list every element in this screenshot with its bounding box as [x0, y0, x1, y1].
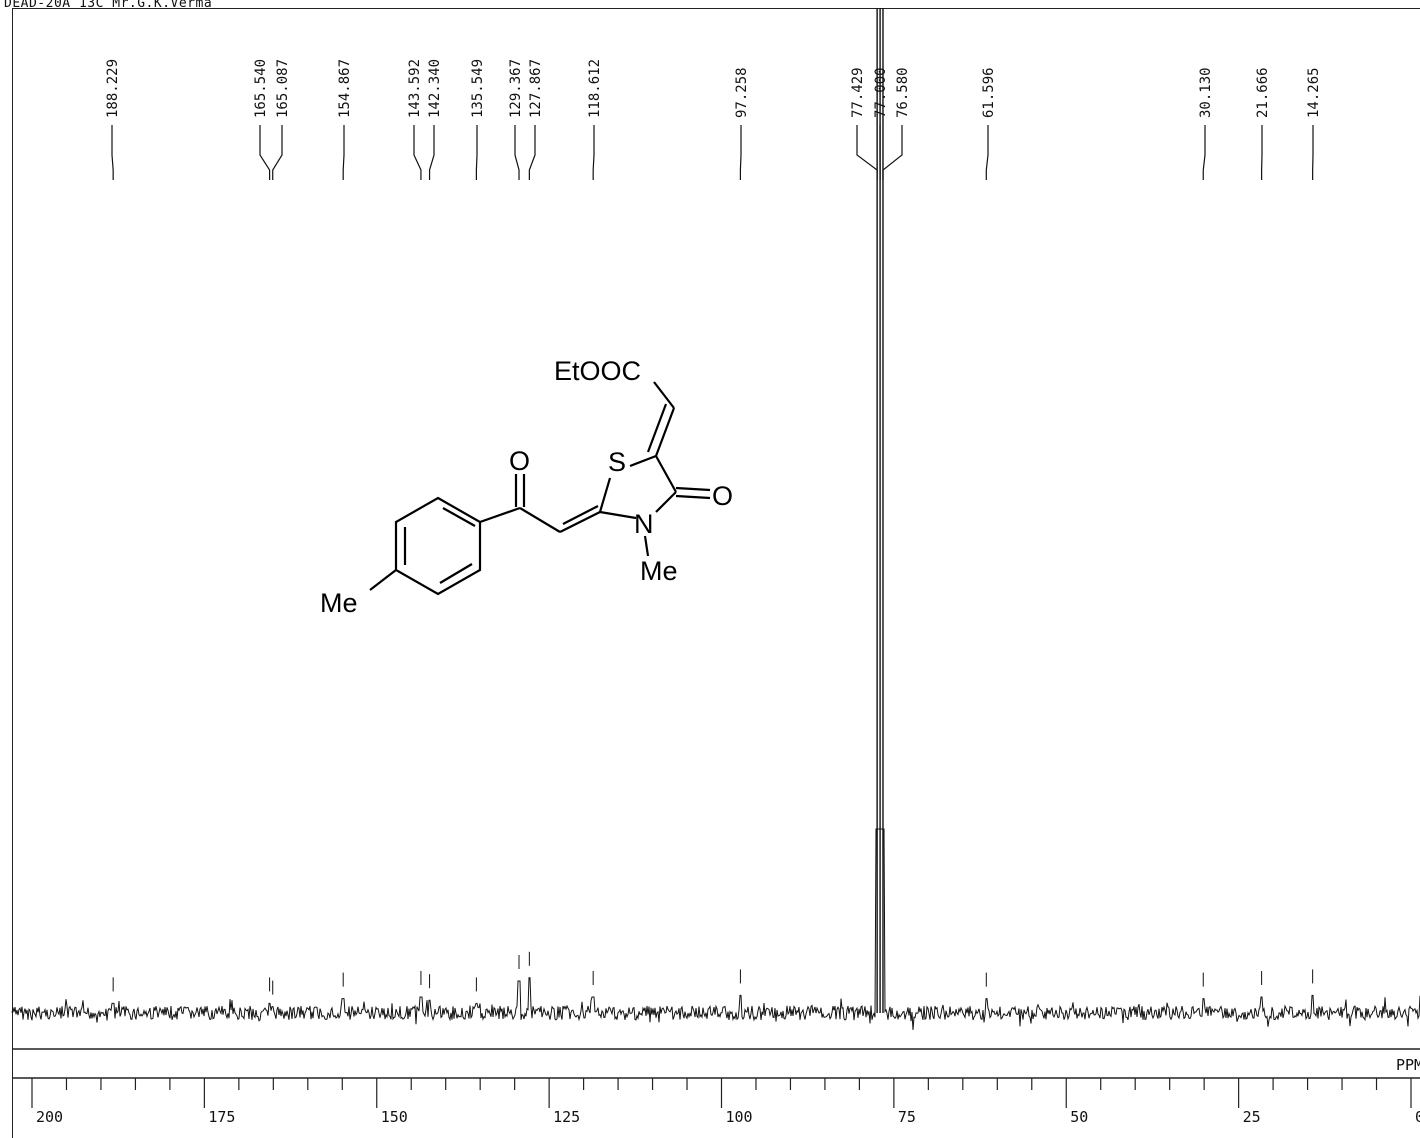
peak-label: 142.340: [427, 59, 443, 118]
ester-vinyl-double-bond: [654, 407, 676, 457]
peak-leader-line: [272, 125, 283, 180]
atom-label-nitrogen: N: [634, 509, 654, 539]
peak-label: 127.867: [528, 59, 544, 118]
peak-label: 77.429: [850, 67, 866, 118]
benzene-ring: [394, 496, 482, 596]
peak-label: 188.229: [105, 59, 121, 118]
peak-label: 154.867: [337, 59, 353, 118]
peak-leader-line: [475, 125, 478, 180]
peak-label: 118.612: [587, 59, 603, 118]
x-axis: 200 175 150 125 100 75 50 25 0 PPM: [12, 1048, 1420, 1126]
exocyclic-double-bond: [559, 511, 601, 533]
x-tick-label: 100: [726, 1108, 753, 1126]
peak-label: 165.540: [253, 59, 269, 118]
peak-leader-line: [882, 125, 903, 180]
peak-label: 129.367: [508, 59, 524, 118]
ester-vinyl-bond: [653, 381, 675, 409]
aryl-carbonyl-bond: [479, 506, 521, 524]
peak-leader-line: [528, 125, 536, 180]
peak-leader-line: [739, 125, 742, 180]
atom-label-ketone-o: O: [509, 446, 530, 476]
atom-label-n-methyl: Me: [640, 556, 678, 586]
x-tick-label: 175: [208, 1108, 235, 1126]
peak-leader-line: [413, 125, 422, 180]
x-tick-label: 25: [1243, 1108, 1261, 1126]
atom-label-sulfur: S: [608, 447, 626, 477]
vinyl-bond: [519, 507, 561, 533]
atom-label-aryl-methyl: Me: [320, 588, 358, 618]
peak-leader-line: [428, 125, 435, 180]
peak-label: 77.000: [873, 67, 889, 118]
ring-bond-c5-c4: [655, 455, 677, 493]
x-tick-label: 0: [1415, 1108, 1420, 1126]
peak-leader-line: [856, 125, 878, 180]
x-axis-label: PPM: [1396, 1056, 1420, 1074]
peak-label: 61.596: [981, 67, 997, 118]
ester-vinyl-double-bond: [646, 403, 668, 453]
ring-bond-c2-s: [598, 477, 612, 513]
peak-label: 76.580: [895, 67, 911, 118]
peak-leader-line: [1202, 125, 1206, 180]
peak-label: 143.592: [407, 59, 423, 118]
aromatic-bond: [439, 563, 473, 584]
x-tick-label: 50: [1070, 1108, 1088, 1126]
ring-bond-n-c2: [599, 510, 637, 520]
chemical-structure: [369, 381, 711, 596]
peak-label: 97.258: [734, 67, 750, 118]
structure-labels: EtOOC O S O N Me Me: [320, 356, 733, 618]
peak-leader-line: [259, 125, 271, 180]
amide-double-bond: [675, 486, 711, 492]
peak-label: 21.666: [1255, 67, 1271, 118]
aromatic-bond: [442, 507, 476, 527]
peak-leader-line: [111, 125, 114, 180]
x-tick-label: 75: [898, 1108, 916, 1126]
spectrum-header: DEAD-20A 13C Mr.G.K.Verma: [4, 0, 213, 11]
peak-label: 14.265: [1306, 67, 1322, 118]
ring-bond-s-c5: [629, 454, 657, 468]
atom-label-ester: EtOOC: [554, 356, 641, 386]
x-tick-label: 200: [36, 1108, 63, 1126]
aryl-methyl-bond: [369, 569, 397, 591]
x-tick-label: 150: [381, 1108, 408, 1126]
spectrum-trace: [11, 828, 1420, 1030]
ring-bond-c4-n: [655, 491, 677, 513]
peak-label: 30.130: [1198, 67, 1214, 118]
amide-double-bond: [675, 494, 711, 500]
plot-frame: [12, 8, 1420, 1138]
atom-label-ring-o: O: [712, 481, 733, 511]
peak-leader-line: [985, 125, 989, 180]
peak-leader-line: [592, 125, 595, 180]
peak-label: 135.549: [470, 59, 486, 118]
peak-leader-line: [514, 125, 520, 180]
peak-leader-line: [342, 125, 345, 180]
exocyclic-double-bond: [562, 505, 599, 525]
n-methyl-bond: [643, 535, 650, 557]
peak-label: 165.087: [275, 59, 291, 118]
x-tick-label: 125: [553, 1108, 580, 1126]
